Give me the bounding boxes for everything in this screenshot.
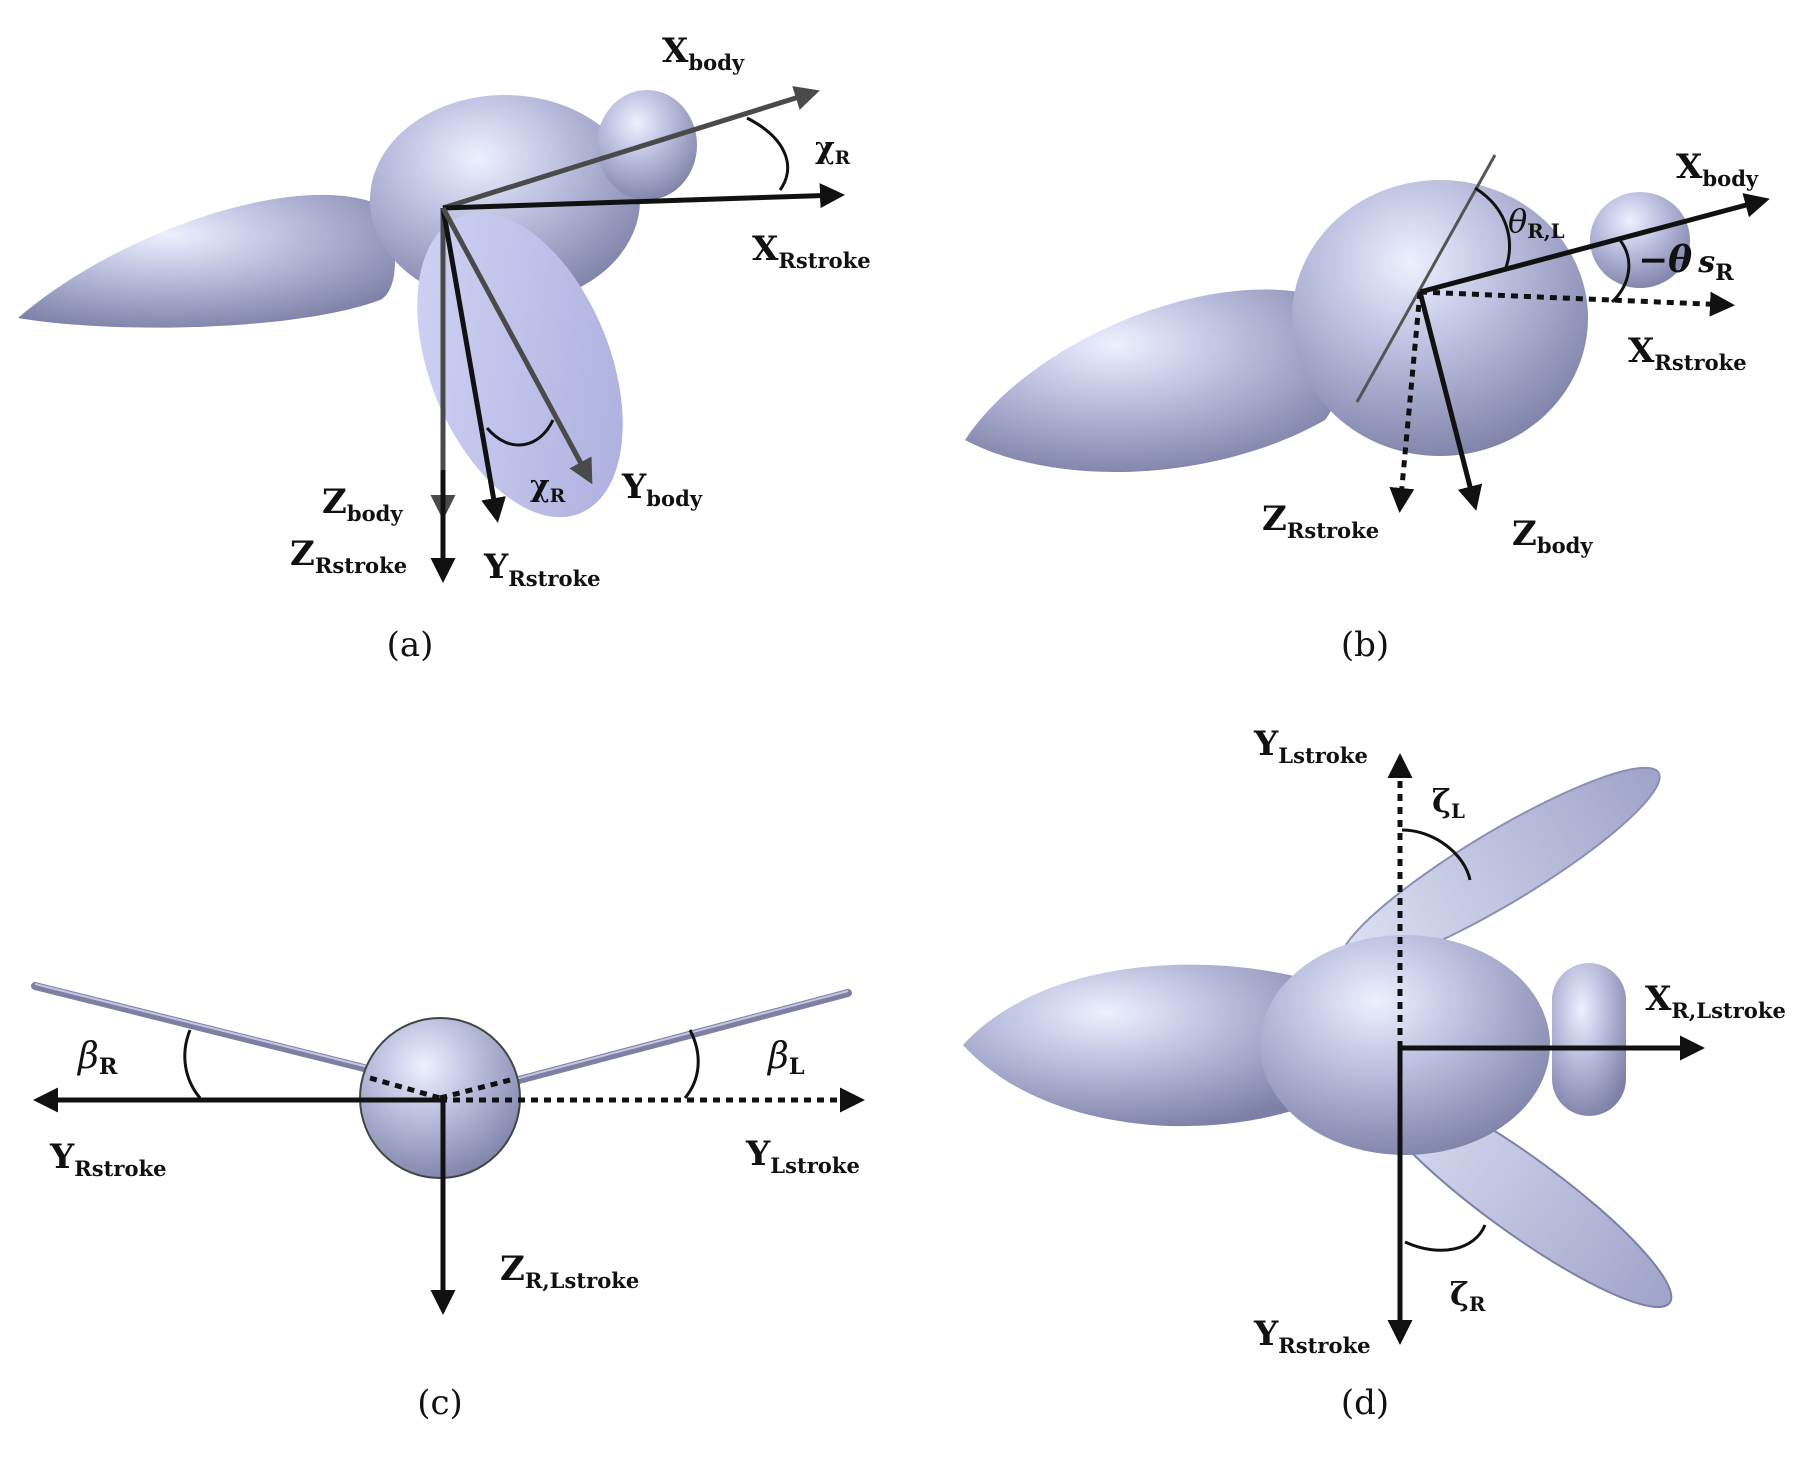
- label-x-rstroke: XRstroke: [1628, 331, 1747, 375]
- x-body-axis: [442, 86, 820, 211]
- label-y-rstroke: YRstroke: [483, 547, 601, 591]
- left-wing-highlight: [499, 990, 849, 1084]
- caption-b: (b): [1341, 625, 1389, 665]
- z-body-axis: [1417, 291, 1483, 511]
- panel-a: Xbody χR XRstroke χR Ybody Zbody ZRstrok…: [18, 31, 871, 665]
- label-z-body: Zbody: [322, 482, 403, 526]
- chi-top-arc: [746, 116, 790, 191]
- y-rstroke-axis: [440, 207, 506, 523]
- caption-a: (a): [387, 625, 434, 665]
- label-x-body: Xbody: [1676, 147, 1759, 191]
- label-theta-rl: θR,L: [1508, 202, 1565, 243]
- insect-head: [1552, 963, 1626, 1116]
- panel-d: YLstroke ζL XR,Lstroke ζR YRstroke (d): [963, 724, 1786, 1423]
- label-beta-l: βL: [766, 1036, 805, 1080]
- insect-abdomen: [18, 194, 395, 328]
- beta-r-arc: [183, 1029, 202, 1099]
- label-x-rlstroke: XR,Lstroke: [1645, 979, 1786, 1023]
- left-wing: [496, 989, 852, 1089]
- insect-head: [1590, 192, 1690, 288]
- theta-rl-arc: [1474, 186, 1512, 271]
- insect-abdomen: [963, 964, 1322, 1127]
- beta-l-arc: [683, 1029, 700, 1099]
- label-x-rstroke: XRstroke: [752, 229, 871, 273]
- z-rstroke-axis: [1389, 291, 1423, 513]
- caption-d: (d): [1341, 1383, 1389, 1423]
- zeta-l-arc: [1401, 828, 1472, 881]
- x-rstroke-axis: [442, 183, 845, 211]
- right-wing-highlight: [34, 983, 381, 1071]
- label-y-lstroke: YLstroke: [745, 1134, 860, 1178]
- label-chi-top: χR: [815, 131, 851, 169]
- label-beta-r: βR: [76, 1036, 118, 1080]
- label-y-rstroke: YRstroke: [49, 1137, 167, 1181]
- wing-edge: [1355, 154, 1497, 403]
- label-z-rstroke: ZRstroke: [1262, 499, 1379, 543]
- caption-c: (c): [417, 1383, 463, 1423]
- right-wing: [31, 982, 384, 1076]
- zeta-r-arc: [1404, 1224, 1487, 1252]
- insect-thorax: [1260, 935, 1550, 1155]
- label-chi-bottom: χR: [530, 469, 566, 507]
- panel-c: βR βL YRstroke YLstroke ZR,Lstroke (c): [31, 982, 865, 1423]
- chi-bottom-arc: [485, 419, 555, 447]
- label-z-rlstroke: ZR,Lstroke: [500, 1249, 639, 1293]
- label-y-body: Ybody: [621, 467, 703, 511]
- label-y-lstroke: YLstroke: [1253, 724, 1368, 768]
- label-y-rstroke: YRstroke: [1253, 1314, 1371, 1358]
- label-zeta-l: ζL: [1432, 782, 1465, 823]
- label-z-rstroke: ZRstroke: [290, 534, 407, 578]
- label-zeta-r: ζR: [1450, 1275, 1486, 1316]
- insect-abdomen: [965, 289, 1341, 473]
- y-body-axis: [440, 206, 593, 485]
- x-body-axis: [1419, 193, 1770, 295]
- label-z-body: Zbody: [1512, 514, 1593, 558]
- label-x-body: Xbody: [662, 31, 745, 75]
- neg-theta-s-arc: [1610, 239, 1631, 304]
